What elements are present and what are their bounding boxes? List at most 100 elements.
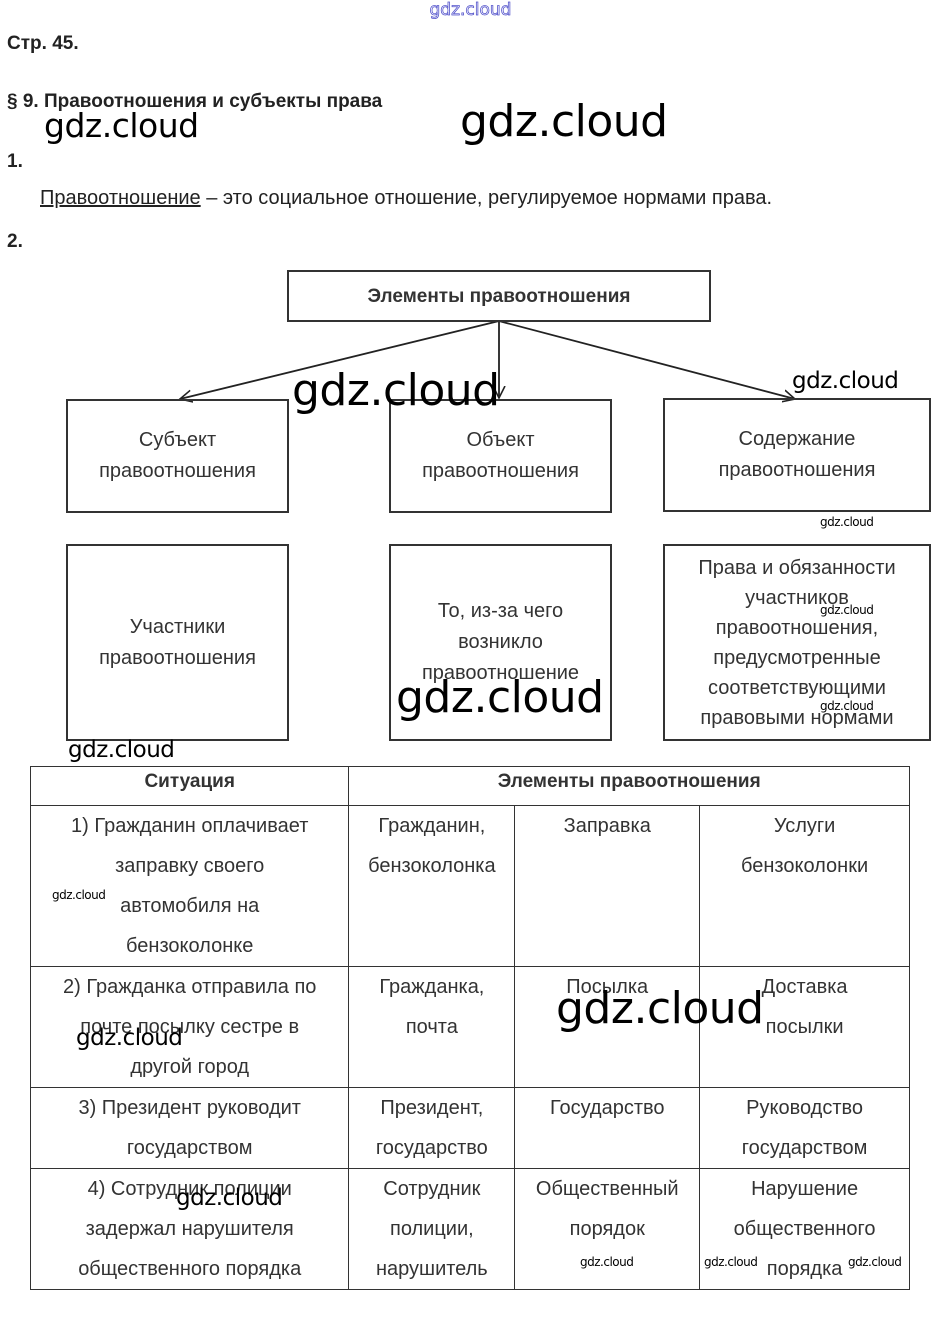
cell-subject: Сотрудник полиции, нарушитель — [348, 1168, 516, 1290]
cell-subject: Гражданин, бензоколонка — [348, 805, 516, 967]
cell-line: Нарушение — [751, 1178, 859, 1200]
table-row: 4) Сотрудник полиции задержал нарушителя о… — [29, 1168, 910, 1290]
section-title: § 9. Правоотношения и субъекты права — [7, 91, 383, 112]
description-content: Права и обязанности участников правоотно… — [663, 544, 931, 741]
description-line: правоотношение — [421, 662, 580, 684]
element-title: правоотношения — [718, 459, 876, 481]
cell-line: бензоколонка — [368, 855, 496, 877]
cell-line: бензоколонке — [126, 935, 254, 957]
cell-line: Заправка — [563, 815, 651, 837]
element-title: правоотношения — [99, 460, 256, 482]
description-line: правоотношения, — [715, 616, 879, 639]
diagram-arrows — [0, 320, 941, 420]
cell-line: посылки — [765, 1016, 844, 1038]
arrow-to-subject — [180, 320, 500, 399]
element-title: правоотношения — [422, 460, 579, 482]
table-row: 1) Гражданин оплачивает заправку своего ав… — [29, 805, 910, 967]
cell-situation: 4) Сотрудник полиции задержал нарушителя о… — [29, 1168, 350, 1290]
element-content: Содержание правоотношения — [663, 398, 931, 512]
cell-line: автомобиля на — [120, 895, 260, 917]
cell-line: задержал нарушителя — [85, 1218, 294, 1240]
cell-line: общественного — [733, 1218, 876, 1240]
watermark-top: gdz.cloud — [429, 0, 512, 20]
watermark: gdz.cloud — [52, 888, 106, 902]
cell-line: бензоколонки — [741, 855, 869, 877]
cell-line: Президент, — [380, 1097, 484, 1119]
header-situation: Ситуация — [29, 766, 350, 806]
cell-line: порядок — [569, 1218, 645, 1240]
description-line: предусмотренные — [713, 646, 881, 669]
cell-object: Государство — [514, 1087, 701, 1169]
definition: Правоотношение – это социальное отношени… — [40, 187, 772, 210]
cell-line: Общественный — [535, 1178, 679, 1200]
situations-table: Ситуация Элементы правоотношения 1) Граж… — [29, 766, 910, 1290]
watermark: gdz.cloud — [556, 983, 764, 1034]
description-line: возникло — [458, 631, 543, 653]
watermark: gdz.cloud — [176, 1185, 283, 1211]
cell-content: Услуги бензоколонки — [699, 805, 910, 967]
cell-line: 4) Сотрудник полиции — [87, 1178, 292, 1200]
description-line: участников — [745, 586, 849, 609]
cell-line: порядка — [766, 1258, 843, 1280]
arrow-to-content — [498, 320, 795, 399]
cell-line: Гражданин, — [378, 815, 486, 837]
description-line: Права и обязанности — [698, 556, 896, 579]
cell-line: Гражданка, — [379, 976, 485, 998]
cell-line: государством — [741, 1137, 868, 1159]
cell-line: Посылка — [566, 976, 649, 998]
definition-text: – это социальное отношение, регулируемое… — [200, 187, 773, 209]
watermark: gdz.cloud — [792, 368, 899, 394]
element-object: Объект правоотношения — [389, 399, 612, 513]
element-title: Субъект — [138, 429, 217, 451]
watermark: gdz.cloud — [460, 96, 668, 147]
cell-line: общественного порядка — [78, 1258, 302, 1280]
cell-line: почте посылку сестре в — [80, 1016, 300, 1038]
cell-line: Услуги — [773, 815, 836, 837]
description-line: То, из-за чего — [437, 600, 564, 622]
cell-line: почта — [405, 1016, 458, 1038]
cell-line: полиции, — [389, 1218, 474, 1240]
watermark: gdz.cloud — [580, 1255, 634, 1269]
cell-line: другой город — [130, 1056, 250, 1078]
cell-line: государство — [375, 1137, 488, 1159]
watermark: gdz.cloud — [704, 1255, 758, 1269]
cell-object: Общественный порядок — [514, 1168, 701, 1290]
description-object: То, из-за чего возникло правоотношение — [389, 544, 612, 741]
page-label: Стр. 45. — [7, 33, 79, 54]
watermark: gdz.cloud — [820, 699, 874, 713]
cell-content: Нарушение общественного порядка — [699, 1168, 910, 1290]
watermark: gdz.cloud — [44, 106, 199, 145]
cell-object: Посылка — [514, 966, 701, 1088]
cell-line: Доставка — [761, 976, 848, 998]
diagram-root: Элементы правоотношения — [287, 270, 711, 322]
task-2-number: 2. — [7, 231, 23, 252]
element-subject: Субъект правоотношения — [66, 399, 289, 513]
watermark: gdz.cloud — [820, 603, 874, 617]
watermark: gdz.cloud — [292, 365, 500, 416]
cell-line: Государство — [549, 1097, 665, 1119]
term: Правоотношение — [40, 187, 201, 209]
description-line: Участники — [129, 615, 226, 638]
cell-object: Заправка — [514, 805, 701, 967]
cell-line: Сотрудник — [383, 1178, 481, 1200]
cell-line: нарушитель — [375, 1258, 488, 1280]
watermark: gdz.cloud — [76, 1025, 183, 1051]
cell-line: заправку своего — [115, 855, 265, 877]
cell-line: 1) Гражданин оплачивает — [71, 815, 309, 837]
watermark: gdz.cloud — [68, 737, 175, 763]
header-elements: Элементы правоотношения — [348, 766, 910, 806]
element-title: Объект — [466, 429, 535, 451]
task-1-number: 1. — [7, 151, 23, 172]
element-title: Содержание — [738, 428, 856, 450]
watermark: gdz.cloud — [848, 1255, 902, 1269]
cell-line: 3) Президент руководит — [78, 1097, 301, 1119]
cell-content: Доставка посылки — [699, 966, 910, 1088]
watermark: gdz.cloud — [820, 515, 874, 529]
table-header-row: Ситуация Элементы правоотношения — [29, 766, 910, 806]
cell-subject: Президент, государство — [348, 1087, 516, 1169]
